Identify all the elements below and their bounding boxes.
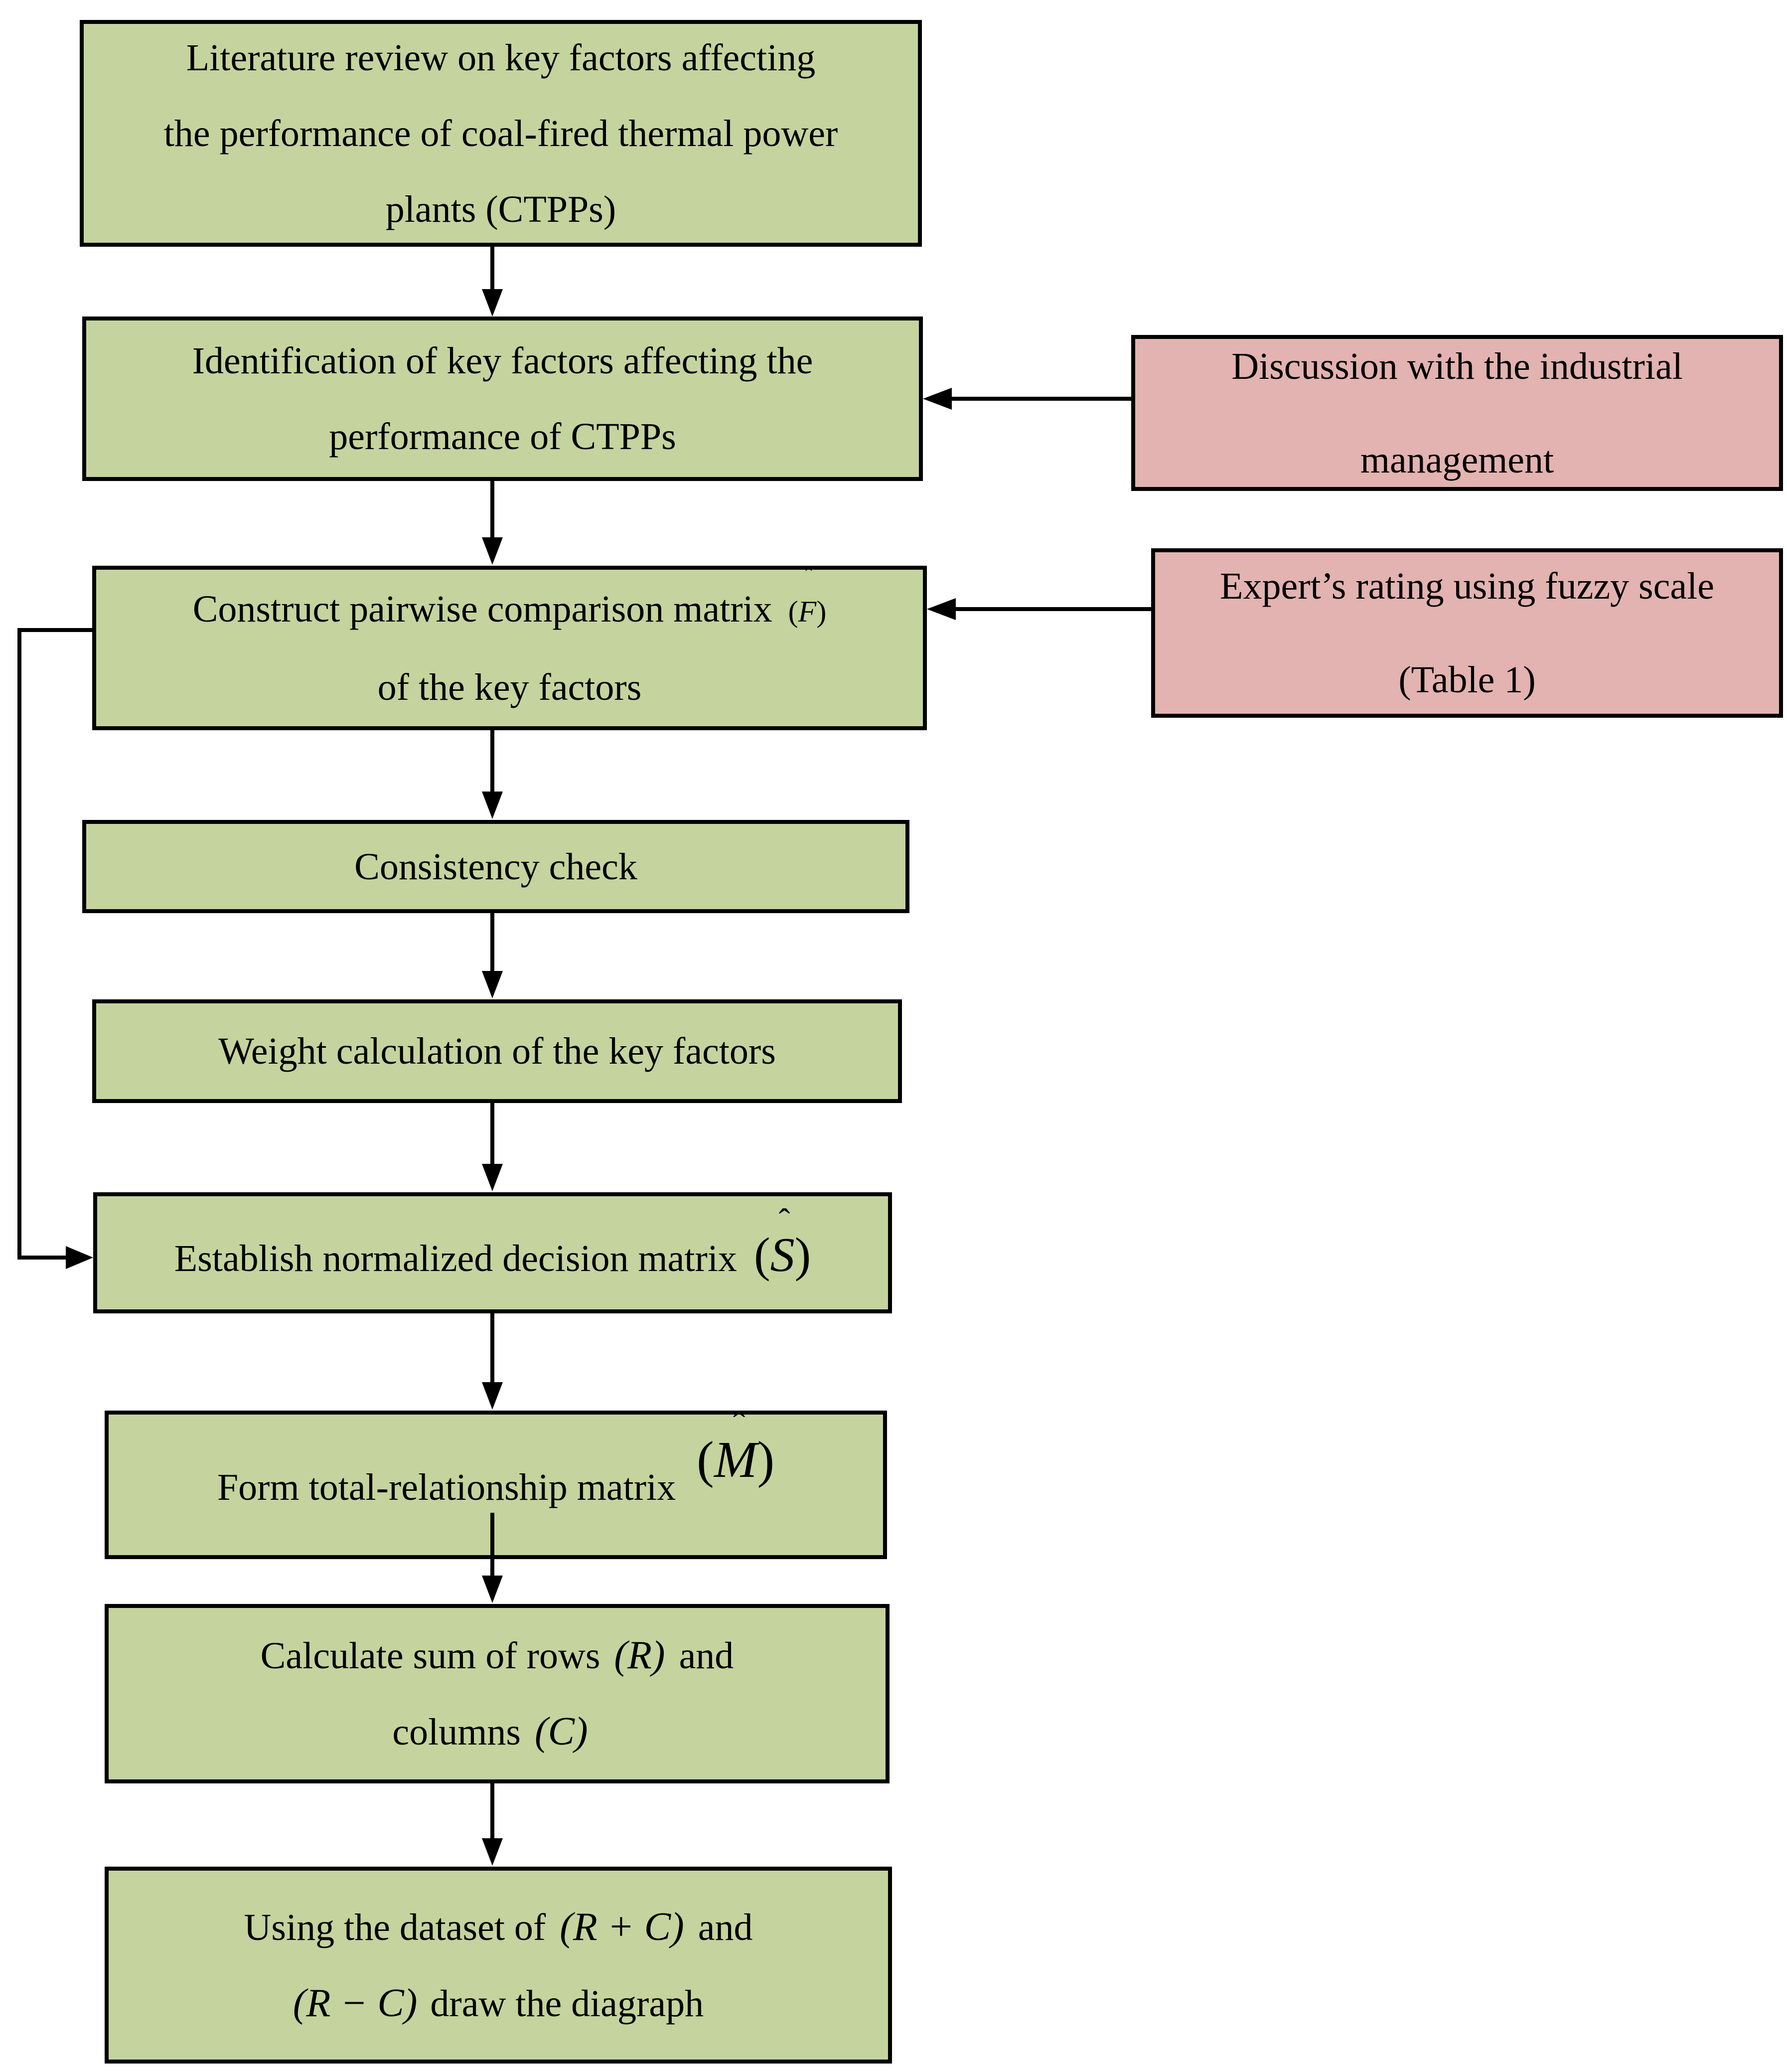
box-text-line: (Table 1) <box>1398 659 1536 701</box>
flow-arrow-line <box>490 481 494 539</box>
box-text-line: Using the dataset of (R + C) and <box>244 1889 753 1965</box>
box-text: Calculate sum of rows <box>260 1635 600 1677</box>
box-text-line: the performance of coal-fired thermal po… <box>163 112 838 155</box>
bypass-line-vertical <box>17 628 21 1260</box>
math-r: (R) <box>614 1633 665 1677</box>
box-text-line: Literature review on key factors affecti… <box>186 36 816 79</box>
process-box-weight-calculation: Weight calculation of the key factors <box>92 999 902 1103</box>
math-r-minus-c: (R − C) <box>293 1981 418 2025</box>
box-text: draw the diagraph <box>430 1982 704 2025</box>
arrow-down-icon <box>482 1838 503 1866</box>
flow-arrow-line <box>490 1513 494 1578</box>
arrow-down-icon <box>482 971 503 998</box>
box-text: Construct pairwise comparison matrix <box>192 588 772 630</box>
box-text-line: Identification of key factors affecting … <box>192 340 813 382</box>
box-text: Establish normalized decision matrix <box>174 1238 737 1279</box>
box-text-line: plants (CTPPs) <box>385 188 616 230</box>
arrow-down-icon <box>482 289 503 317</box>
box-text-line: Discussion with the industrial <box>1231 345 1683 387</box>
flow-arrow-line <box>490 247 494 291</box>
bypass-line-bottom <box>17 1256 67 1260</box>
arrow-left-icon <box>923 388 952 410</box>
math-c: (C) <box>534 1710 588 1753</box>
box-text-line: Consistency check <box>354 845 637 888</box>
process-box-identification: Identification of key factors affecting … <box>82 317 923 481</box>
box-text: Form total-relationship matrix <box>217 1466 676 1508</box>
flow-arrow-line <box>490 1103 494 1165</box>
flow-arrow-line <box>490 730 494 793</box>
arrow-right-icon <box>66 1246 93 1269</box>
box-text-line: Calculate sum of rows (R) and <box>261 1617 734 1694</box>
flow-arrow-line <box>490 913 494 972</box>
process-box-literature-review: Literature review on key factors affecti… <box>80 20 922 247</box>
box-text-line: performance of CTPPs <box>329 416 676 458</box>
box-text: and <box>698 1906 753 1948</box>
arrow-down-icon <box>482 1164 503 1191</box>
process-box-sum-rows-columns: Calculate sum of rows (R) and columns (C) <box>105 1604 890 1783</box>
box-text: Using the dataset of <box>244 1906 546 1948</box>
box-text-line: columns (C) <box>392 1694 601 1770</box>
flow-arrow-line <box>490 1313 494 1384</box>
input-arrow-line <box>954 607 1151 611</box>
arrow-left-icon <box>927 598 956 620</box>
box-text-line: (R − C) draw the diagraph <box>293 1965 704 2042</box>
box-text-line: Weight calculation of the key factors <box>218 1030 776 1072</box>
input-box-experts-rating: Expert’s rating using fuzzy scale (Table… <box>1151 548 1783 718</box>
box-text-line: management <box>1360 439 1554 481</box>
input-box-discussion: Discussion with the industrial managemen… <box>1131 335 1783 491</box>
flow-arrow-line <box>490 1783 494 1841</box>
bypass-line-top <box>17 628 92 632</box>
arrow-down-icon <box>482 537 503 565</box>
input-arrow-line <box>952 397 1131 401</box>
arrow-down-icon <box>482 1576 503 1603</box>
process-box-diagraph: Using the dataset of (R + C) and (R − C) dr… <box>105 1867 892 2064</box>
arrow-down-icon <box>482 792 503 819</box>
box-text-line: Expert’s rating using fuzzy scale <box>1220 565 1714 607</box>
process-box-consistency-check: Consistency check <box>82 820 909 913</box>
box-text: columns <box>392 1711 521 1753</box>
math-r-plus-c: (R + C) <box>560 1905 684 1949</box>
box-text-line: of the key factors <box>377 666 642 708</box>
arrow-down-icon <box>482 1382 503 1410</box>
box-text: and <box>679 1635 734 1677</box>
